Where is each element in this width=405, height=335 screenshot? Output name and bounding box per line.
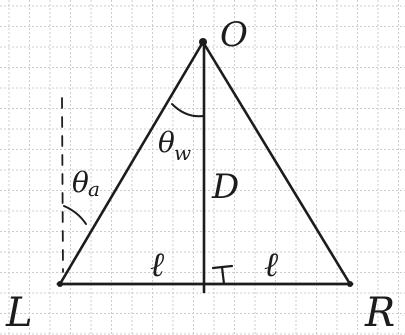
right-point (347, 281, 353, 287)
observer-point (199, 38, 207, 46)
side-observer-to-right (201, 40, 352, 286)
label-distance: D (211, 167, 239, 207)
label-left-half-base: ℓ (150, 245, 164, 285)
label-right-point: R (364, 290, 395, 335)
theta-w-arc (171, 103, 204, 118)
side-left-to-observer (58, 40, 205, 286)
label-right-half-base: ℓ (264, 245, 278, 285)
theta-a-arc (63, 205, 87, 225)
label-theta-a: θ (72, 166, 89, 199)
label-theta-w-subscript: w (174, 141, 191, 165)
label-theta-w: θ (158, 126, 175, 159)
label-left-point: L (5, 290, 33, 335)
vertical-reference-dashed (61, 97, 64, 273)
label-theta-a-subscript: a (88, 177, 100, 201)
right-angle-marker (211, 264, 234, 286)
left-point (57, 281, 63, 287)
label-observer: O (220, 15, 248, 55)
